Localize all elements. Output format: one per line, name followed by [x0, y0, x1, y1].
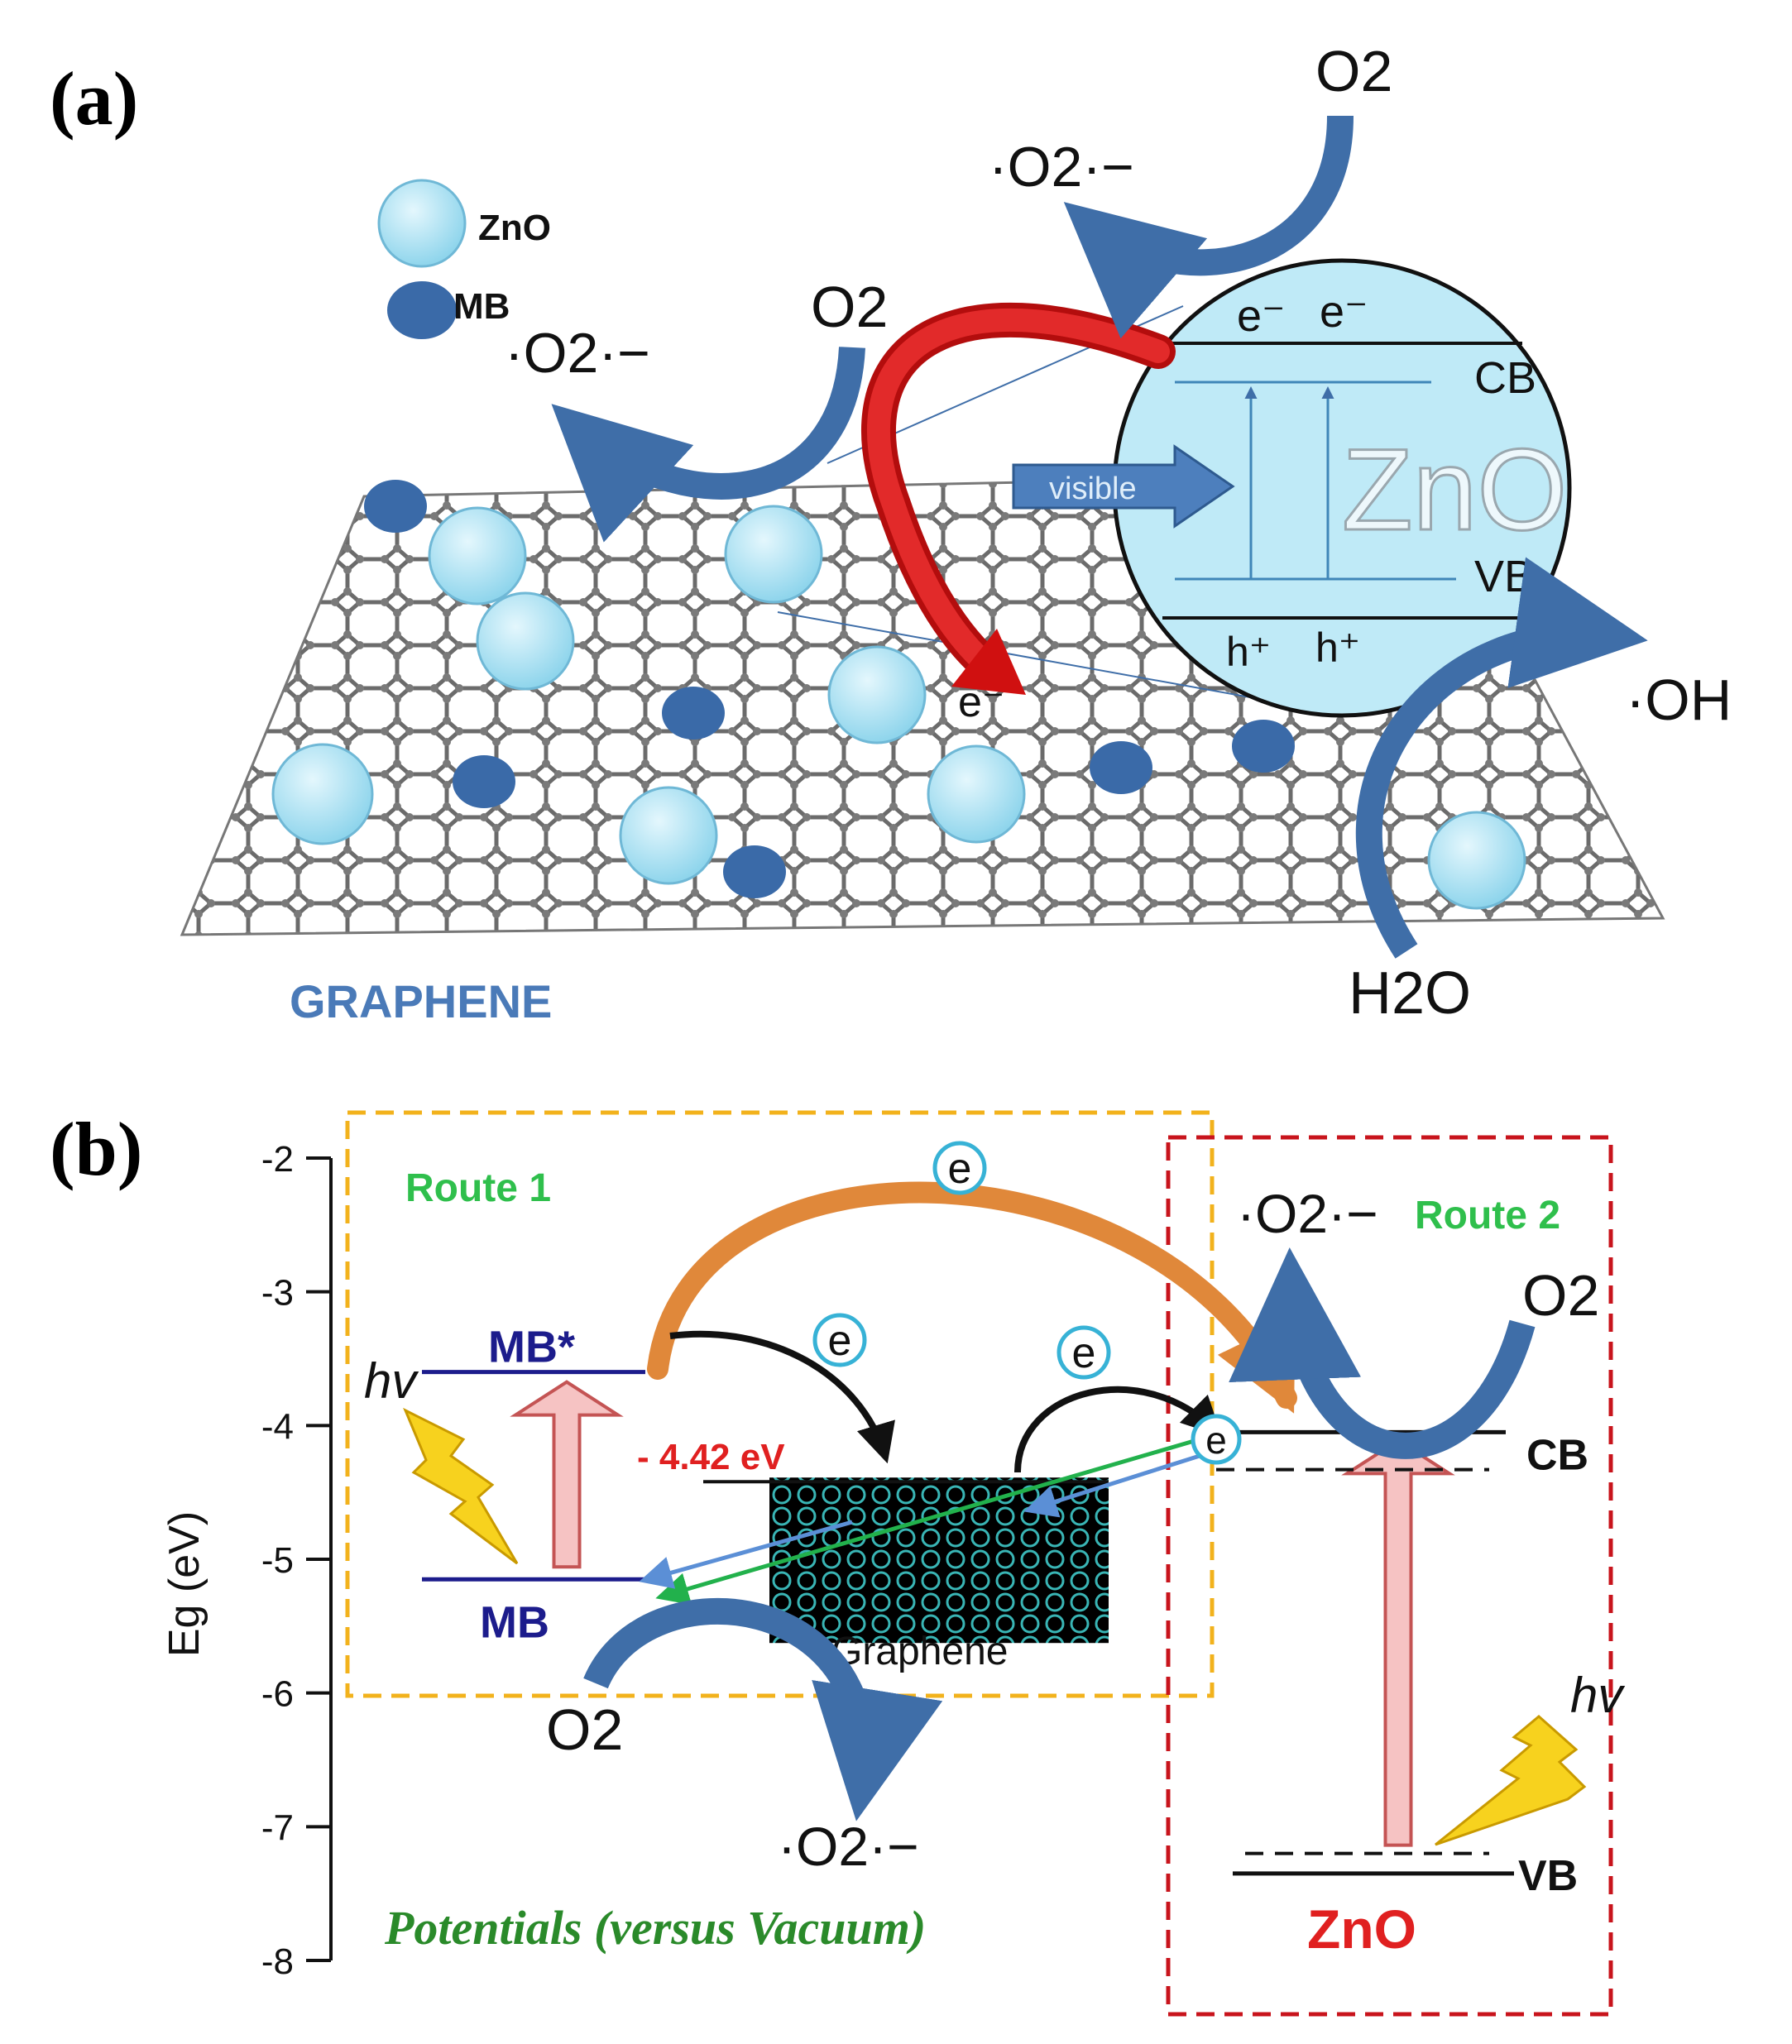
- route2-label: Route 2: [1415, 1194, 1560, 1237]
- electron-bubble-mid-left: e: [812, 1313, 867, 1367]
- zno-cb-label: CB: [1474, 353, 1536, 403]
- zno-vb-label: VB: [1474, 552, 1534, 601]
- hv-label-right: hv: [1570, 1668, 1625, 1723]
- hv-label-left: hv: [364, 1353, 419, 1409]
- o2-label-top: O2: [1315, 39, 1392, 103]
- energy-axis: -2 -3 -4 -5 -6 -7 -8: [261, 1139, 333, 1982]
- mb-ground-label: MB: [480, 1597, 549, 1647]
- hole-label-1: h⁺: [1226, 629, 1271, 675]
- hole-label-2: h⁺: [1315, 625, 1360, 671]
- electron-label-2: e⁻: [1320, 287, 1368, 337]
- o2-reduction-arrow-left: [551, 347, 865, 543]
- mb-excited-label: MB*: [488, 1323, 575, 1372]
- potentials-footer: Potentials (versus Vacuum): [384, 1901, 926, 1955]
- lightning-icon-left: [403, 1407, 519, 1565]
- blue-transfer-arrow-right: [1023, 1453, 1200, 1518]
- electron-bubble-top: e: [932, 1141, 987, 1195]
- water-label: H2O: [1349, 960, 1471, 1027]
- electron-label-3: e⁻: [958, 678, 1004, 726]
- panel-b: (b) -2 -3 -4 -5 -6 -7 -8 Eg (eV) Route 1 Route…: [50, 1107, 1625, 2017]
- zno-cb-label-b: CB: [1526, 1431, 1588, 1479]
- black-transfer-arrow-left: [669, 1330, 895, 1464]
- panel-a: (a) GRAPHENE ZnO MB: [50, 39, 1732, 1027]
- visible-light-arrow: [1012, 444, 1235, 529]
- electron-bubble-mid-right: e: [1057, 1325, 1111, 1380]
- y-tick-label: -5: [261, 1540, 294, 1581]
- graphene-level-value: - 4.42 eV: [637, 1437, 785, 1477]
- route1-label: Route 1: [405, 1166, 551, 1210]
- svg-text:e: e: [948, 1145, 972, 1193]
- zno-excitation-arrow: [1341, 1438, 1455, 1847]
- superoxide-label-b-right: ·O2·−: [1237, 1183, 1378, 1244]
- y-tick-label: -8: [261, 1941, 294, 1982]
- zno-particle-zoom: ZnO CB VB e⁻ e⁻ h⁺ h⁺: [1112, 258, 1572, 718]
- svg-text:e: e: [828, 1317, 852, 1365]
- o2-label-b-right: O2: [1522, 1263, 1599, 1328]
- y-tick-label: -6: [261, 1674, 294, 1715]
- legend-zno-label: ZnO: [478, 208, 551, 248]
- y-tick-label: -7: [261, 1807, 294, 1848]
- graphene-label: GRAPHENE: [290, 975, 552, 1027]
- legend-mb-label: MB: [453, 286, 510, 327]
- o2-reduction-arrow-b-right: [1229, 1247, 1536, 1459]
- zno-particles: [271, 505, 1526, 910]
- panel-b-label: (b): [50, 1107, 142, 1191]
- o2-reduction-arrow-b-bottom: [583, 1597, 943, 1821]
- y-tick-label: -2: [261, 1139, 294, 1180]
- svg-text:e: e: [1205, 1419, 1227, 1462]
- orange-transfer-arrow: [647, 1181, 1297, 1414]
- green-transfer-arrow: [655, 1437, 1200, 1606]
- zno-particle-label: ZnO: [1342, 424, 1567, 554]
- visible-light-label: visible: [1049, 472, 1137, 506]
- superoxide-label-top: ·O2·−: [989, 136, 1134, 199]
- water-oxidation-arrow: [1355, 557, 1648, 959]
- svg-text:e: e: [1072, 1329, 1096, 1377]
- zno-vb-label-b: VB: [1518, 1852, 1578, 1900]
- o2-reduction-arrow-top: [1063, 115, 1354, 339]
- hydroxyl-label: ·OH: [1626, 668, 1732, 732]
- zno-label-b: ZnO: [1307, 1898, 1416, 1960]
- legend-mb-swatch: [387, 281, 457, 339]
- lightning-icon-right: [1435, 1715, 1587, 1846]
- o2-label-b-bottom: O2: [546, 1697, 623, 1762]
- electron-label-1: e⁻: [1237, 291, 1286, 341]
- o2-label-left: O2: [811, 275, 888, 339]
- y-tick-label: -4: [261, 1406, 294, 1447]
- superoxide-label-left: ·O2·−: [505, 322, 650, 385]
- y-axis-label: Eg (eV): [161, 1511, 208, 1657]
- route2-box: [1166, 1135, 1613, 2017]
- graphene-label-b: Graphene: [831, 1630, 1009, 1673]
- electron-bubble-cb: e: [1191, 1414, 1242, 1465]
- black-transfer-arrow-right: [1014, 1386, 1222, 1473]
- panel-a-label: (a): [50, 56, 138, 141]
- mb-excitation-arrow: [510, 1380, 624, 1569]
- y-tick-label: -3: [261, 1273, 294, 1314]
- superoxide-label-b-bottom: ·O2·−: [778, 1816, 919, 1877]
- legend-zno-swatch: [377, 179, 467, 268]
- mb-molecules: [364, 480, 1295, 898]
- blue-transfer-arrow-left: [639, 1520, 853, 1589]
